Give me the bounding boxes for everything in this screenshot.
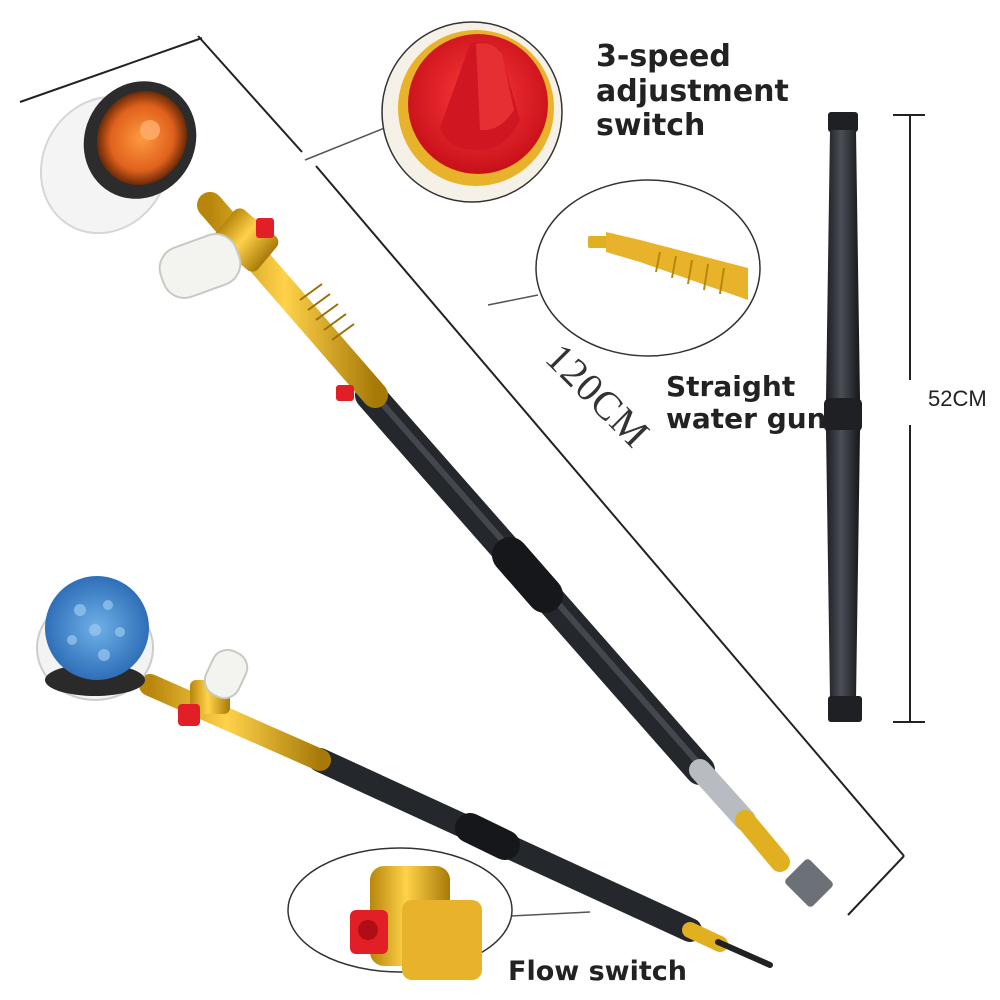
extension-tube	[824, 112, 862, 722]
callout-speed-switch	[304, 21, 563, 203]
short-mop-brush	[36, 576, 773, 968]
flow-switch-label: Flow switch	[508, 956, 687, 987]
dimension-line-52	[893, 114, 925, 723]
dimension-bracket-120	[19, 35, 905, 916]
speed-switch-label: 3-speed adjustment switch	[596, 39, 789, 143]
long-wash-brush	[39, 81, 833, 907]
callout-straight-gun	[487, 179, 761, 357]
length-52-label: 52CM	[928, 386, 987, 411]
callout-flow-switch	[287, 847, 591, 980]
straight-gun-label: Straight water gun	[666, 370, 827, 436]
